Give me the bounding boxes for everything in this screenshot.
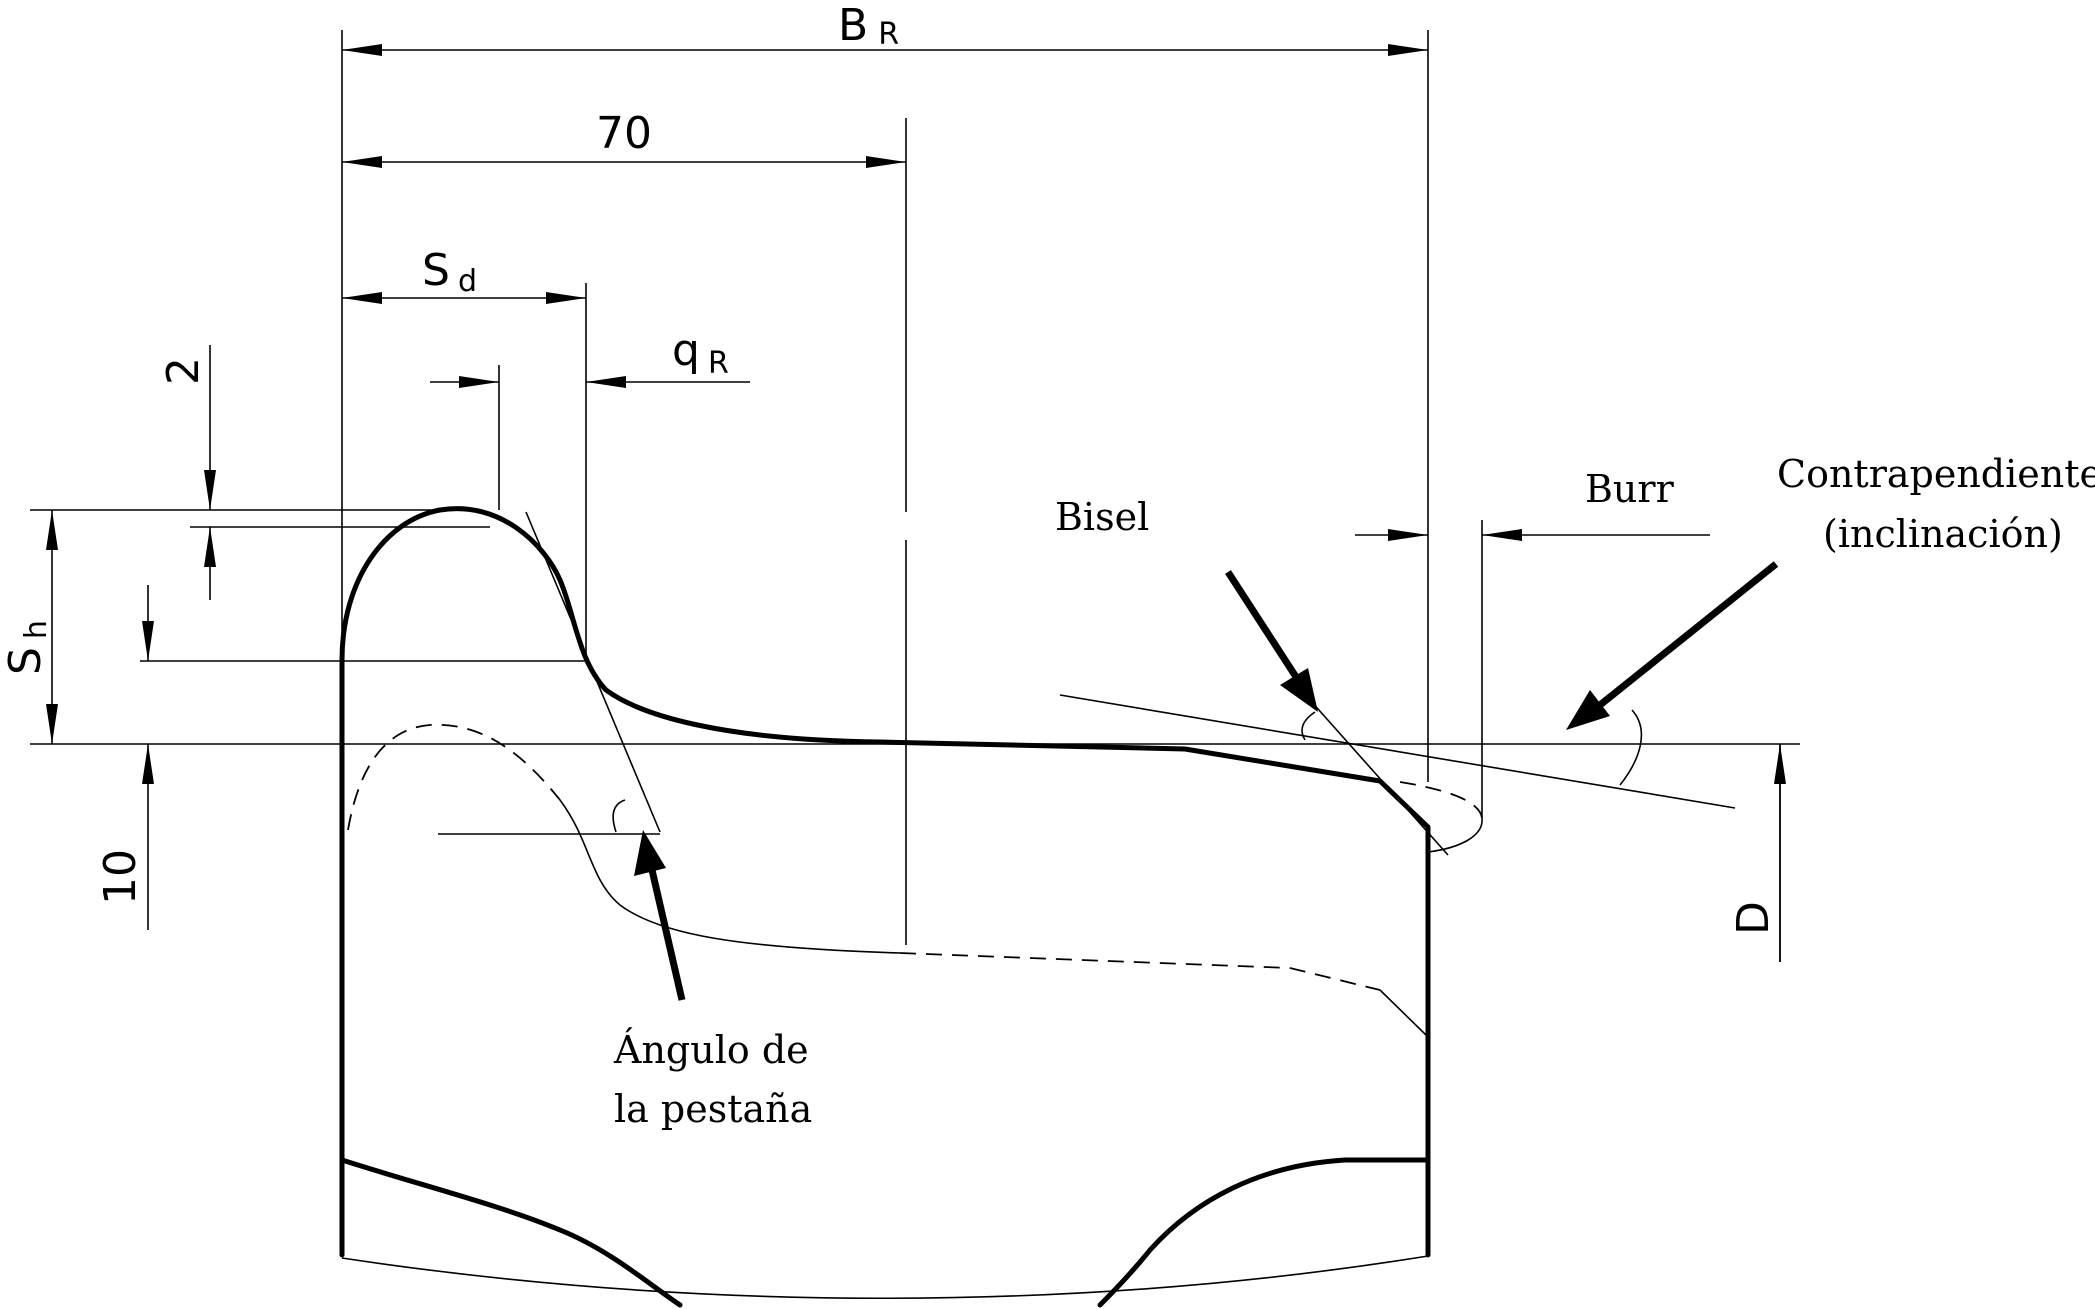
flange-and-tread-profile [339,506,1431,1258]
text-labels: Bisel Burr Contrapendiente (inclinación)… [613,452,2095,1131]
contrapendiente-arrow-shaft [1597,561,1779,708]
bisel-line [1309,699,1449,856]
wheel-outline [339,506,1431,1308]
worn-chamfer [1379,989,1427,1036]
angulo-label-line2: la pestaña [614,1087,812,1131]
burr-label: Burr [1585,467,1675,511]
worn-flange-dashed [347,723,561,831]
burr-loop [1427,817,1483,853]
bisel-arrow-shaft [1225,570,1301,682]
angulo-label-line1: Ángulo de [613,1028,809,1072]
sh-label: Sh [0,620,54,675]
callout-arrows [634,561,1779,1001]
contrapendiente-label-line1: Contrapendiente [1777,452,2095,496]
worn-flange-solid [559,799,901,954]
web-curve-left [339,1157,683,1308]
bisel-arrow-head [1280,668,1318,712]
flange-angle-arc [612,799,626,833]
rim-bottom-arc [341,1255,1429,1300]
reference-lines [30,30,1800,962]
worn-profile [347,723,1483,1036]
bisel-angle-arc [1301,711,1316,741]
contrapendiente-label-line2: (inclinación) [1823,512,2063,556]
contrapendiente-slope [1059,694,1736,809]
flange-angle-tangent [525,511,661,833]
angulo-arrow-shaft [648,869,686,1001]
two-label: 2 [158,357,209,385]
web-curve-right [1097,1157,1431,1308]
bisel-label: Bisel [1055,495,1149,539]
worn-tread-dashed [899,952,1381,991]
d-label: D [1728,901,1779,935]
contrapendiente-arrow-head [1566,690,1610,730]
burr-loop-dashed [1399,781,1483,819]
seventy-label: 70 [596,108,652,159]
ten-label: 10 [95,849,146,905]
contrapendiente-angle-arc [1619,709,1643,786]
angulo-arrow-head [634,830,666,876]
